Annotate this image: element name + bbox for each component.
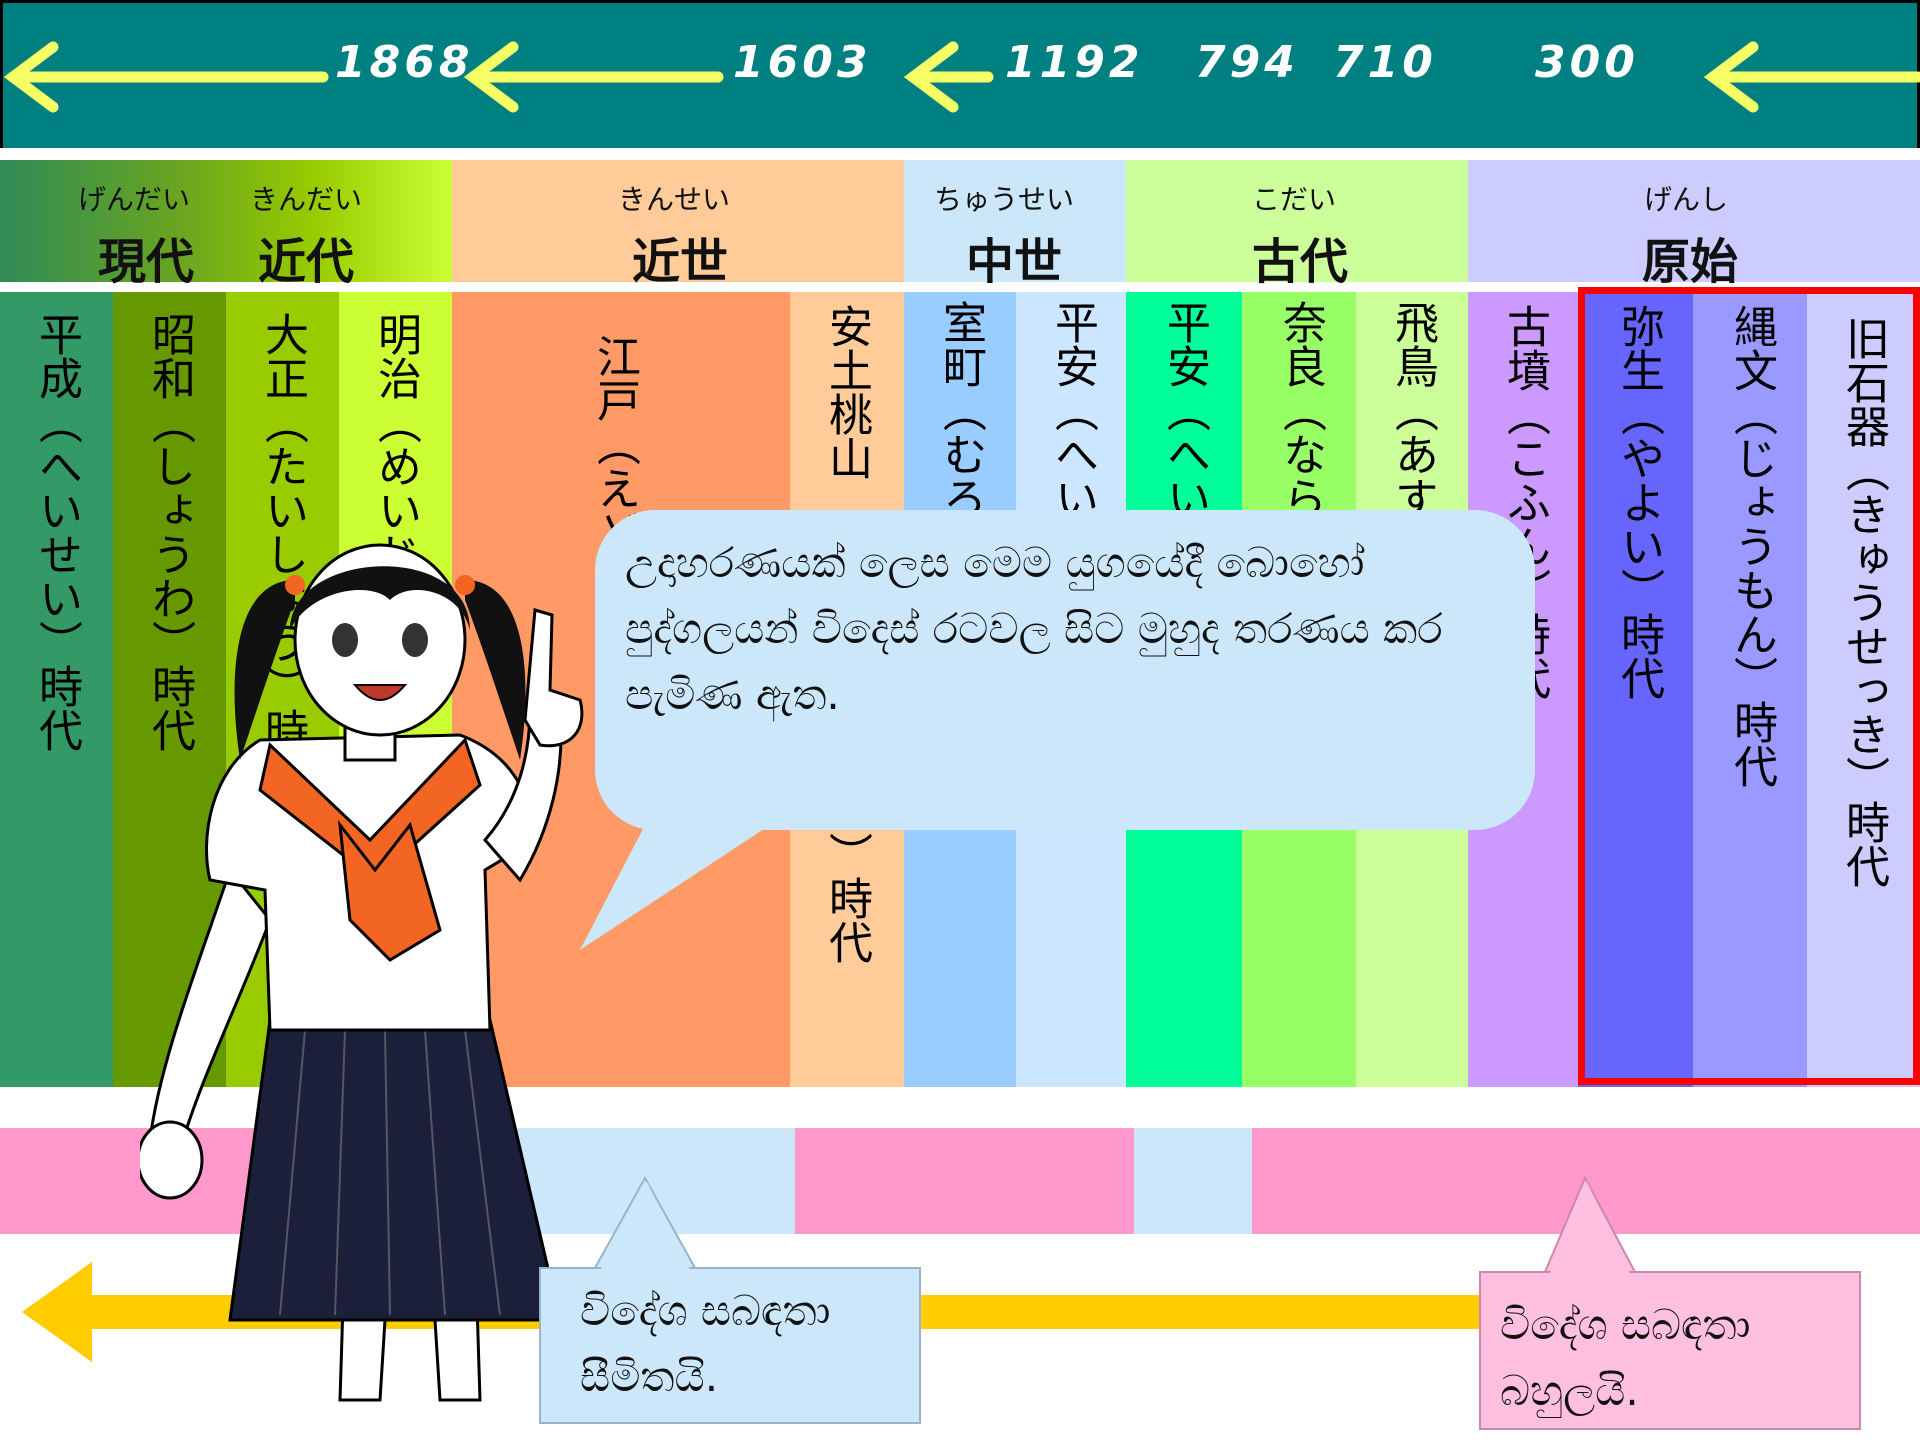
arrow-head: [1703, 41, 1759, 113]
speech-bubble-main-shape: [580, 510, 1535, 950]
era-header-modern: げんだい 現代 きんだい 近代: [0, 160, 452, 290]
year-label: 1868: [335, 37, 474, 88]
period-label: 平成（へいせい）時代: [31, 312, 82, 752]
arrow-head: [903, 41, 959, 113]
era-header-medieval: ちゅうせい 中世: [904, 160, 1126, 290]
bottom-arrow-head: [22, 1262, 92, 1362]
year-label: 1603: [733, 37, 872, 88]
year-label: 794: [1195, 37, 1299, 88]
year-label: 1192: [1005, 37, 1144, 88]
era-header-prehistoric: げんし 原始: [1468, 160, 1920, 290]
period-label: 大正（たいしょう）時代: [257, 312, 308, 796]
era-header-early-modern: きんせい 近世: [452, 160, 904, 290]
year-label: 300: [1535, 37, 1639, 88]
era-name: 現代: [98, 234, 195, 290]
relations-limited-band: [1134, 1128, 1252, 1234]
year-label: 710: [1333, 37, 1437, 88]
period-column: 旧石器（きゅうせっき）時代: [1807, 292, 1920, 1087]
period-label: 昭和（しょうわ）時代: [144, 312, 195, 752]
era-ruby: こだい: [1252, 183, 1337, 216]
period-column: 弥生（やよい）時代: [1578, 292, 1693, 1087]
era-name: 古代: [1252, 234, 1349, 290]
year-band: 1868 1603 1192 794 710 300: [0, 0, 1920, 148]
era-ruby: げんだい: [78, 183, 191, 216]
speech-bubble-limited: විදේශ සබඳතා සීමිතයි.: [580, 1286, 844, 1401]
era-name: 原始: [1642, 234, 1739, 290]
period-label: 弥生（やよい）時代: [1613, 304, 1664, 700]
student-illustration: [140, 543, 584, 1402]
arrow-head: [3, 41, 59, 113]
relations-many-band: [795, 1128, 1134, 1234]
speech-bubble-main: උදාහරණයක් ලෙස මෙම යුගයේදී බොහෝ පුද්ගලයන්…: [625, 538, 1456, 719]
highlight-box: [1578, 287, 1920, 1085]
speech-bubble-limited-shape: [539, 1175, 921, 1424]
era-ruby: きんせい: [618, 183, 731, 216]
period-column: 平成（へいせい）時代: [0, 292, 113, 1087]
speech-bubble-many-shape: [1479, 1175, 1861, 1430]
era-header-ancient: こだい 古代: [1126, 160, 1468, 290]
era-ruby: ちゅうせい: [934, 183, 1075, 216]
period-column: 昭和（しょうわ）時代: [113, 292, 226, 1087]
period-label: 縄文（じょうもん）時代: [1726, 304, 1777, 788]
period-label: 旧石器（きゅうせっき）時代: [1838, 316, 1889, 888]
era-ruby: げんし: [1644, 183, 1729, 216]
speech-bubble-many: විදේශ සබඳතා බහුලයි.: [1500, 1300, 1764, 1415]
era-ruby: きんだい: [250, 183, 363, 216]
era-name: 中世: [966, 234, 1063, 290]
era-name: 近世: [632, 234, 729, 290]
year-arrows: [3, 41, 1920, 113]
arrow-head: [463, 41, 519, 113]
era-name: 近代: [258, 234, 355, 290]
period-column: 縄文（じょうもん）時代: [1693, 292, 1807, 1087]
